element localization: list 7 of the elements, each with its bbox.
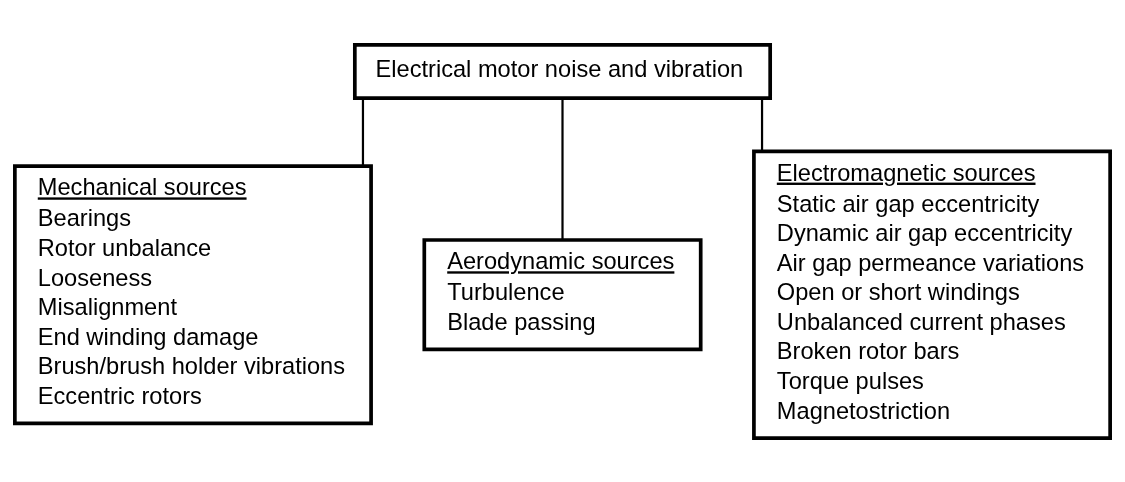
node-box: Mechanical sources Bearings Rotor unbalance Looseness Misalignment End winding damage Brush/brush holder vibrations Eccentric rotors [13, 163, 373, 425]
connector [361, 97, 365, 166]
node-box: Electrical motor noise and vibration [352, 42, 772, 100]
node-box: Electromagnetic sources Static air gap eccentricity Dynamic air gap eccentricity Air gap permeance variations Open or short windings Unbalanced current phases Broken rotor bars Torque pulses Magnetostriction [752, 149, 1112, 440]
connector [561, 97, 564, 240]
connector [760, 97, 764, 151]
node-box: Aerodynamic sources Turbulence Blade passing [422, 237, 703, 351]
